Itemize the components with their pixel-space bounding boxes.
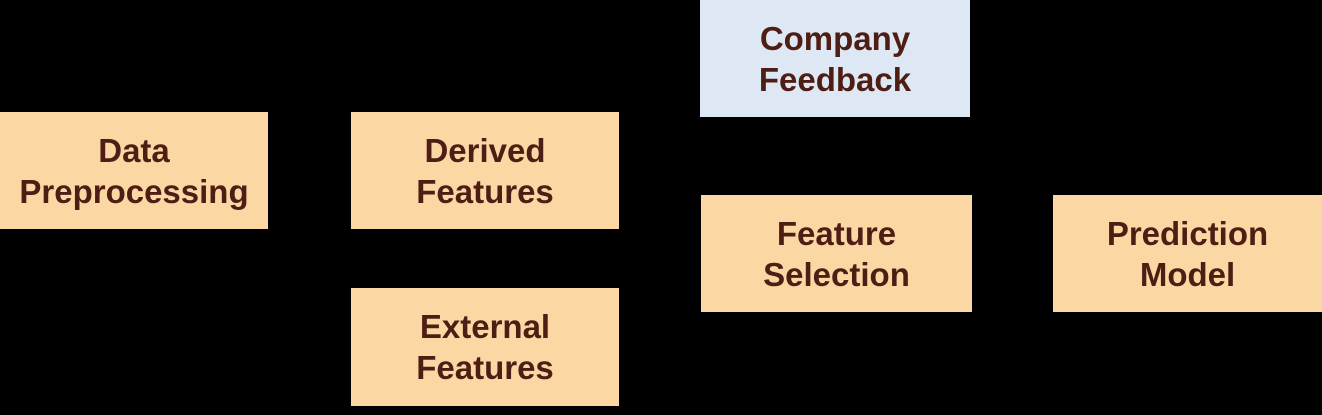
node-external-features: External Features [351, 288, 619, 406]
node-label-line: Selection [763, 255, 910, 293]
node-label-line: Features [416, 349, 554, 386]
node-label-line: Features [416, 172, 554, 210]
node-label-line: External [419, 308, 551, 345]
connector-derived-to-selection [618, 171, 696, 249]
node-label-line: Prediction [1106, 214, 1269, 252]
node-prediction-model: Prediction Model [1053, 195, 1322, 312]
node-feature-selection: Feature Selection [701, 195, 972, 312]
node-label-line: Feature [776, 214, 897, 252]
node-label-line: Company [759, 19, 911, 57]
node-data-preprocessing: Data Preprocessing [0, 112, 268, 229]
node-derived-features: Derived Features [351, 112, 619, 229]
node-label-line: Data [98, 131, 170, 169]
node-label-line: Derived [424, 131, 546, 169]
node-label-line: Model [1139, 255, 1236, 293]
node-label-line: Feedback [758, 60, 912, 98]
connector-external-to-selection [618, 258, 696, 347]
node-label-line: Preprocessing [19, 172, 249, 210]
node-company-feedback: Company Feedback [700, 0, 970, 117]
